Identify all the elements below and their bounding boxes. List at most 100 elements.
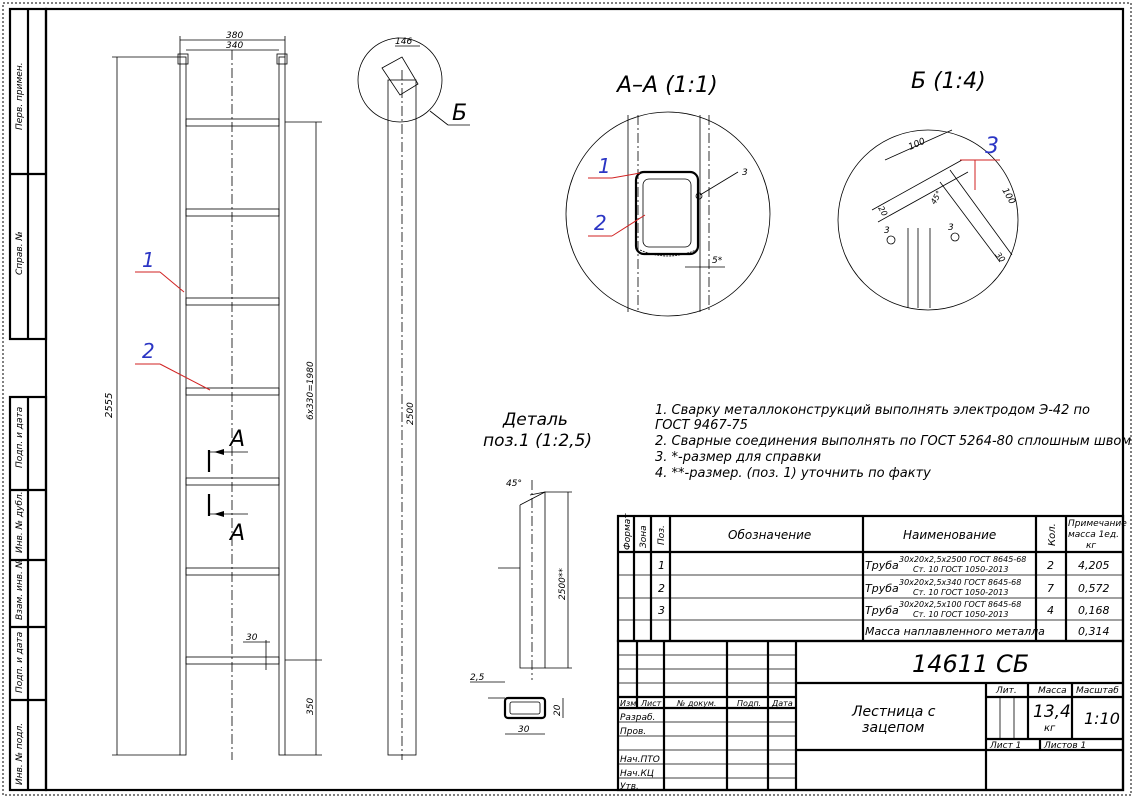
spec-row-2-line1: 30х20х2,5х340 ГОСТ 8645-68 bbox=[899, 578, 1021, 587]
detail-pos1-title-2: поз.1 (1:2,5) bbox=[483, 431, 592, 451]
spec-row-1-mass: 4,205 bbox=[1078, 559, 1110, 572]
section-aa: А–А (1:1) 3 1 2 5* bbox=[565, 73, 771, 317]
spec-row-2-line2: Ст. 10 ГОСТ 1050-2013 bbox=[913, 588, 1008, 597]
spec-row-2-name: Труба bbox=[865, 582, 899, 595]
note-1: 1. Сварку металлоконструкций выполнять э… bbox=[655, 403, 1090, 418]
detail-b-title: Б (1:4) bbox=[911, 69, 986, 94]
lit-label: Лит. bbox=[995, 686, 1017, 696]
title-block: 14611 СБ Лестница с зацепом Лит. Масса М… bbox=[616, 639, 1125, 792]
product-name-2: зацепом bbox=[862, 720, 925, 736]
stamp-podp-data-2: Подп. и дата bbox=[15, 632, 25, 693]
section-pos-1: 1 bbox=[598, 154, 611, 178]
role-razrab: Разраб. bbox=[620, 713, 655, 723]
dim-380: 380 bbox=[226, 31, 243, 41]
front-view: 380 340 2555 6x330=1980 350 30 1 2 А А bbox=[104, 31, 322, 760]
detail-b-dim-20: 20 bbox=[876, 205, 889, 218]
dim-rungs: 6x330=1980 bbox=[306, 361, 316, 420]
col-izm: Изм. bbox=[620, 699, 639, 708]
role-prov: Пров. bbox=[620, 727, 646, 737]
note-3: 3. *-размер для справки bbox=[655, 450, 821, 465]
spec-weld-mass-name: Масса наплавленного металла bbox=[865, 625, 1045, 638]
spec-row: 2 Труба 30х20х2,5х340 ГОСТ 8645-68 Ст. 1… bbox=[658, 578, 1110, 597]
spec-row-3-mass: 0,168 bbox=[1078, 604, 1110, 617]
mass-value: 13,4 bbox=[1033, 702, 1071, 722]
doc-number: 14611 СБ bbox=[912, 650, 1029, 678]
detail-pos1-dim-2500: 2500** bbox=[558, 568, 568, 600]
spec-row: 3 Труба 30х20х2,5х100 ГОСТ 8645-68 Ст. 1… bbox=[658, 600, 1110, 619]
stamp-inv-podl: Инв. № подл. bbox=[15, 723, 25, 785]
side-stamp-column: Перв. примен. Справ. № Подп. и дата Инв.… bbox=[8, 7, 48, 792]
detail-pos1: Деталь поз.1 (1:2,5) 2500** 45° 2,5 20 3… bbox=[470, 410, 592, 735]
spec-header-pos: Поз. bbox=[657, 525, 667, 545]
spec-row-1-line1: 30х20х2,5х2500 ГОСТ 8645-68 bbox=[899, 555, 1026, 564]
spec-row-3-pos: 3 bbox=[658, 604, 665, 617]
role-nach-pto: Нач.ПТО bbox=[620, 755, 660, 765]
detail-pos1-dim-25: 2,5 bbox=[470, 673, 485, 683]
spec-weld-mass-value: 0,314 bbox=[1078, 625, 1110, 638]
detail-pos1-dim-20: 20 bbox=[553, 704, 563, 716]
pos-label-2: 2 bbox=[142, 339, 155, 363]
col-data: Дата bbox=[771, 699, 793, 708]
note-2: 2. Сварные соединения выполнять по ГОСТ … bbox=[655, 434, 1131, 449]
mass-unit: кг bbox=[1044, 723, 1056, 734]
section-mark-a-bottom: А bbox=[228, 521, 245, 546]
product-name-1: Лестница с bbox=[851, 704, 936, 720]
spec-row-1-name: Труба bbox=[865, 559, 899, 572]
scale-value: 1:10 bbox=[1084, 709, 1120, 728]
spec-row-3-name: Труба bbox=[865, 604, 899, 617]
detail-pos1-dim-30: 30 bbox=[518, 725, 530, 735]
spec-row: 1 Труба 30х20х2,5х2500 ГОСТ 8645-68 Ст. … bbox=[658, 555, 1110, 574]
spec-header-designation: Обозначение bbox=[728, 528, 811, 542]
col-podp: Подп. bbox=[737, 699, 761, 708]
spec-header-format: Формат bbox=[623, 513, 633, 550]
spec-row-3-qty: 4 bbox=[1047, 604, 1054, 617]
spec-row-1-pos: 1 bbox=[658, 559, 665, 572]
spec-table: Формат Зона Поз. Обозначение Наименовани… bbox=[616, 513, 1127, 643]
mass-label: Масса bbox=[1038, 686, 1067, 696]
role-utv: Утв. bbox=[620, 782, 639, 792]
spec-row-2-qty: 7 bbox=[1047, 582, 1054, 595]
detail-pos1-title-1: Деталь bbox=[502, 410, 568, 430]
dim-2500-side: 2500 bbox=[406, 402, 416, 425]
detail-b-pos-3: 3 bbox=[985, 134, 999, 159]
weld-mark-3: 3 bbox=[742, 168, 748, 178]
stamp-podp-data-1: Подп. и дата bbox=[15, 407, 25, 468]
dim-146: 146 bbox=[395, 37, 412, 47]
detail-b-weld-1: 3 bbox=[884, 226, 890, 236]
detail-b-weld-2: 3 bbox=[948, 223, 954, 233]
section-mark-a-top: А bbox=[228, 427, 245, 452]
stamp-sprav: Справ. № bbox=[15, 231, 25, 275]
dim-350: 350 bbox=[306, 698, 316, 715]
section-aa-title: А–А (1:1) bbox=[615, 73, 718, 98]
side-view: 146 Б 2500 bbox=[357, 37, 470, 760]
role-nach-kc: Нач.КЦ bbox=[620, 769, 654, 779]
spec-header-note-1: Примечание bbox=[1068, 519, 1127, 529]
stamp-inv-dubl: Инв. № дубл. bbox=[15, 491, 25, 553]
dim-30-front: 30 bbox=[246, 633, 258, 643]
dim-2555: 2555 bbox=[104, 393, 115, 418]
sheet-number: Лист 1 bbox=[989, 741, 1021, 751]
technical-notes: 1. Сварку металлоконструкций выполнять э… bbox=[655, 403, 1131, 481]
pos-label-1: 1 bbox=[142, 248, 155, 272]
spec-header-zone: Зона bbox=[639, 525, 649, 548]
spec-row-1-line2: Ст. 10 ГОСТ 1050-2013 bbox=[913, 565, 1008, 574]
col-list: Лист bbox=[640, 699, 662, 708]
spec-header-name: Наименование bbox=[903, 528, 996, 542]
stamp-vzam-inv: Взам. инв. № bbox=[15, 559, 25, 620]
spec-row-1-qty: 2 bbox=[1047, 559, 1054, 572]
spec-row-2-pos: 2 bbox=[658, 582, 665, 595]
spec-header-note-3: кг bbox=[1086, 541, 1096, 551]
scale-label: Масштаб bbox=[1076, 686, 1119, 696]
stamp-perv-primen: Перв. примен. bbox=[15, 62, 25, 130]
dim-5: 5* bbox=[712, 256, 723, 266]
callout-b: Б bbox=[452, 101, 467, 126]
section-pos-2: 2 bbox=[594, 211, 607, 235]
spec-row-3-line1: 30х20х2,5х100 ГОСТ 8645-68 bbox=[899, 600, 1021, 609]
dim-340: 340 bbox=[226, 41, 243, 51]
col-docum: № докум. bbox=[676, 699, 716, 708]
note-1-cont: ГОСТ 9467-75 bbox=[655, 418, 748, 433]
note-4: 4. **-размер. (поз. 1) уточнить по факту bbox=[655, 466, 931, 481]
detail-pos1-angle: 45° bbox=[506, 479, 522, 489]
